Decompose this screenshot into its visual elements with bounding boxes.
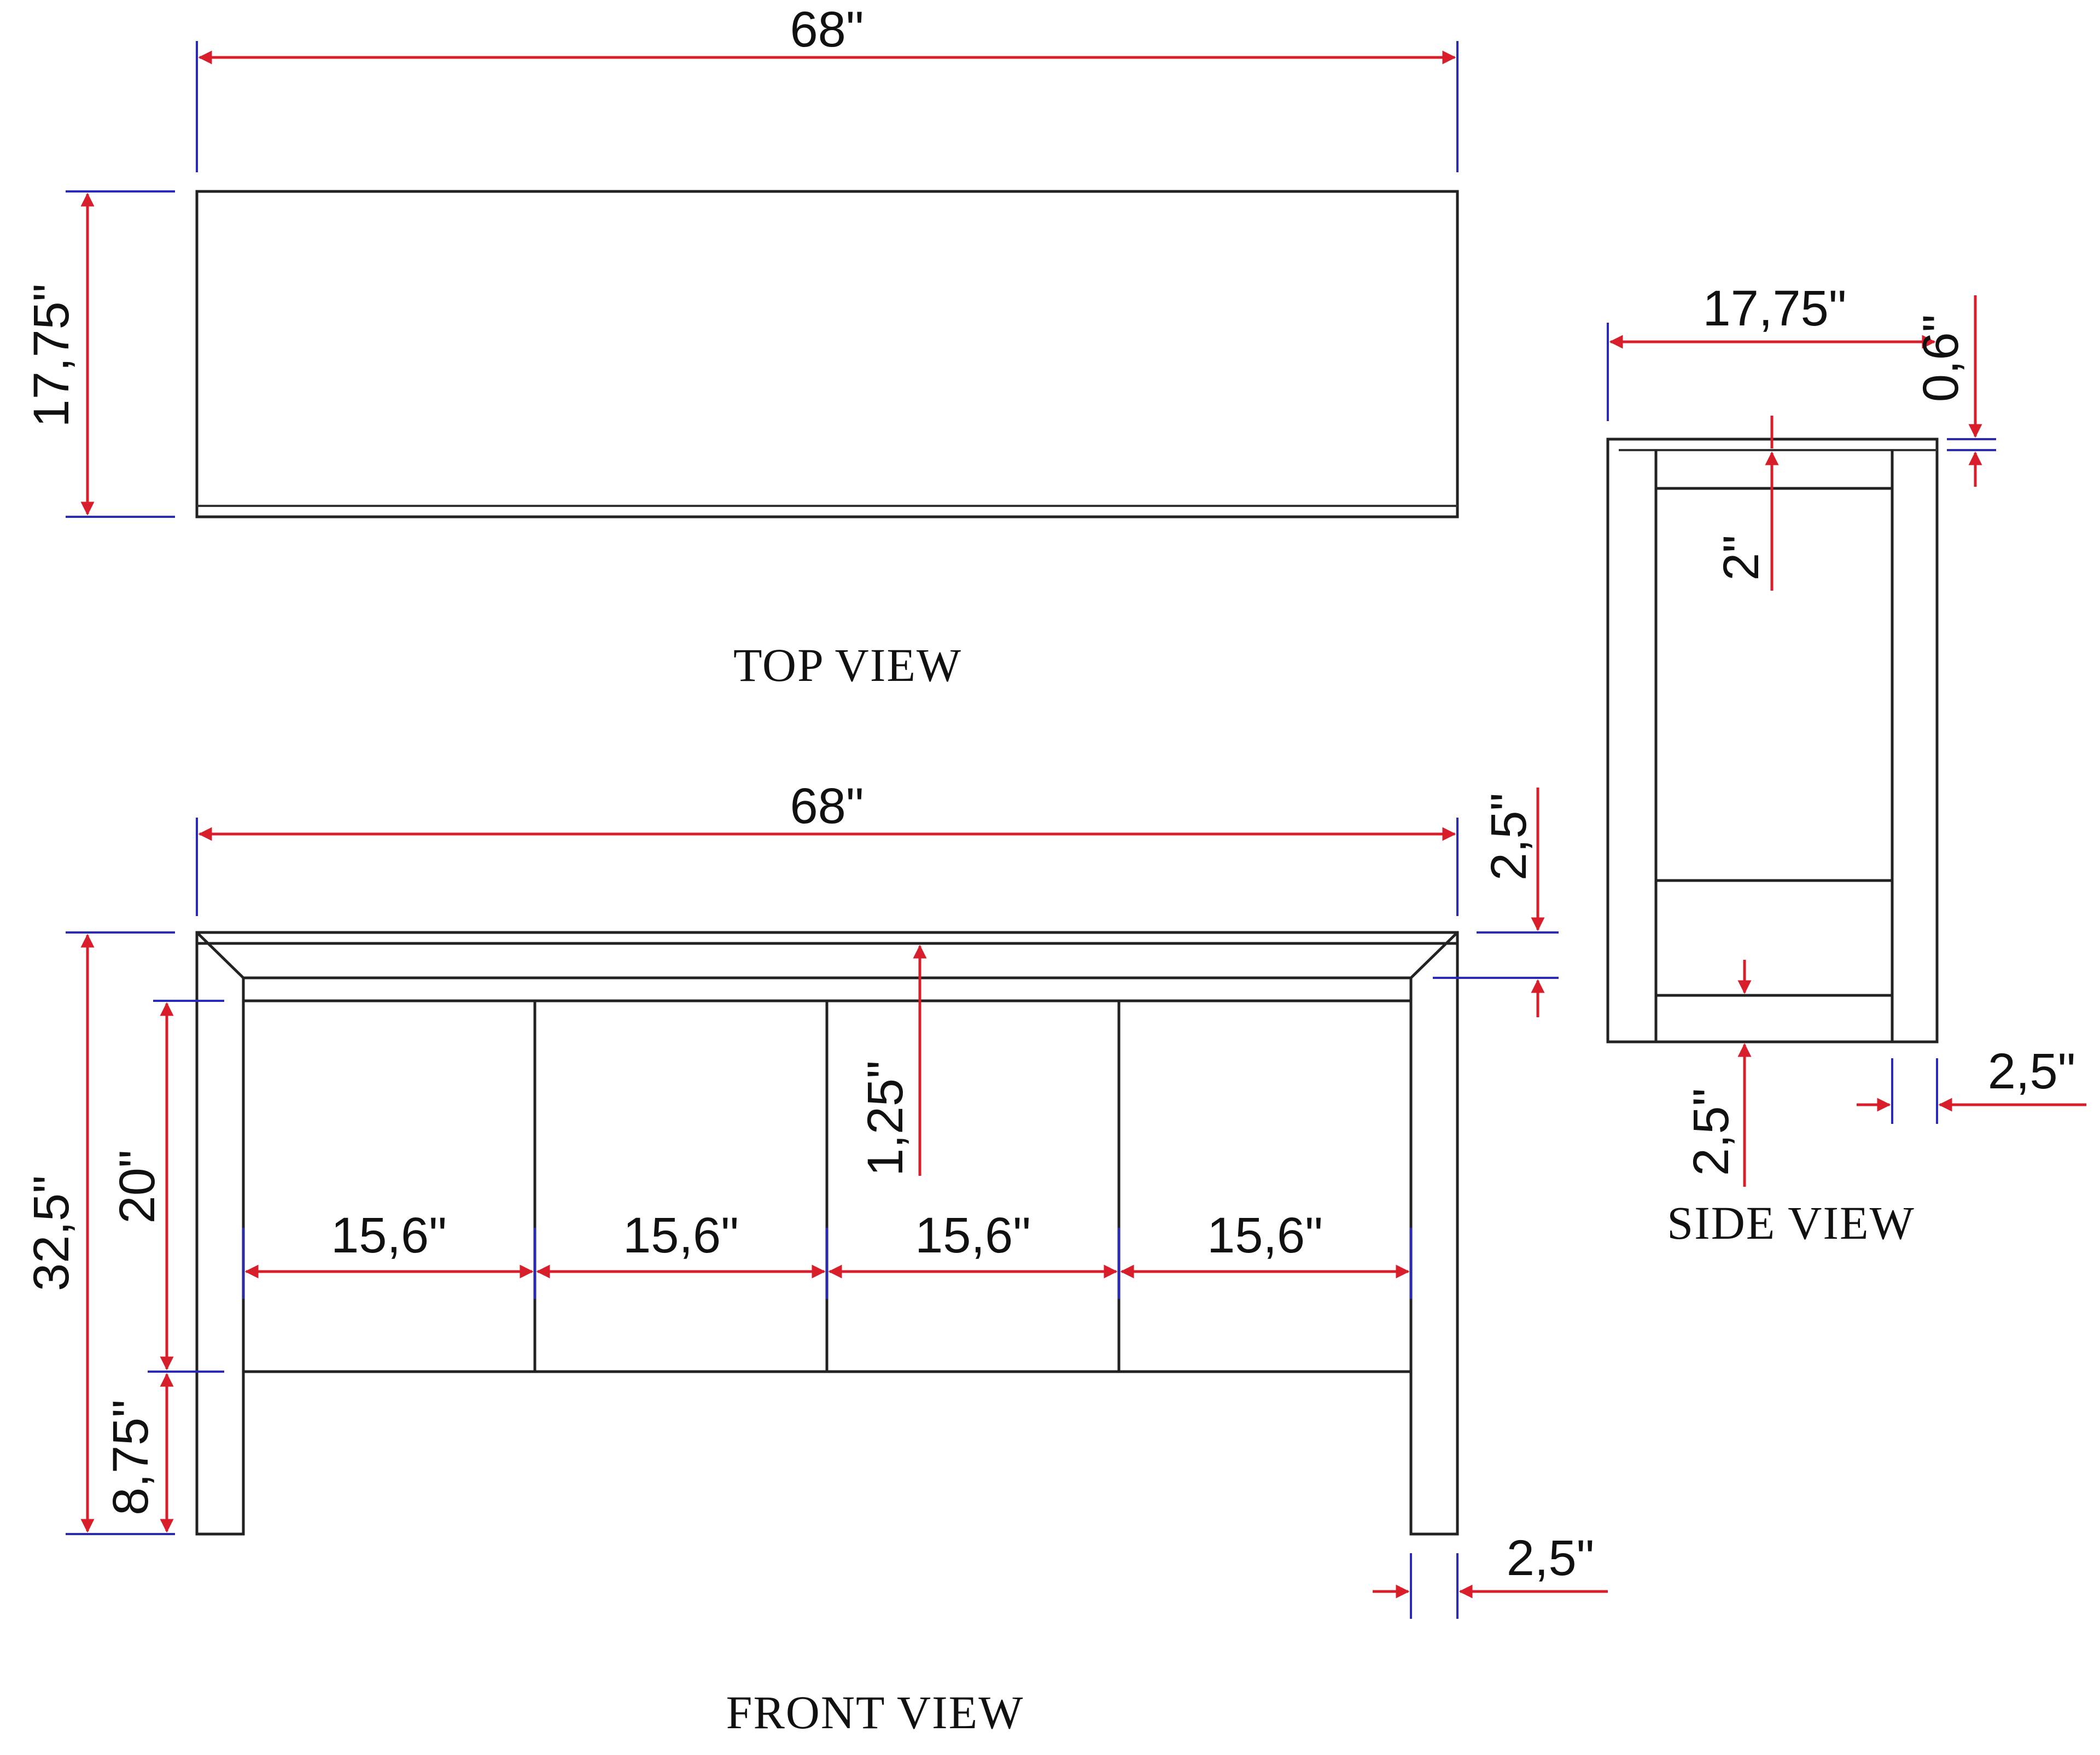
front-clearance-label: 8,75" <box>103 1400 159 1515</box>
front-gap-label: 1,25" <box>858 1060 913 1176</box>
top-width-label: 68" <box>790 2 864 57</box>
door-width-label-3: 15,6" <box>915 1208 1031 1263</box>
front-leg-left <box>195 932 245 1536</box>
front-door-height-label: 20" <box>109 1150 165 1224</box>
front-height-label: 32,5" <box>24 1175 79 1291</box>
front-top-miter-right <box>1410 931 1459 979</box>
side-leg-width-label: 2,5" <box>1988 1043 2076 1099</box>
front-top-thick-label: 2,5" <box>1481 793 1537 881</box>
door-width-label-4: 15,6" <box>1207 1208 1323 1263</box>
door-width-label-2: 15,6" <box>623 1208 739 1263</box>
front-door-widths: 15,6" 15,6" 15,6" 15,6" <box>242 1208 1412 1299</box>
side-rail-label: 2" <box>1713 535 1769 581</box>
top-depth-label: 17,75" <box>24 284 79 428</box>
front-leg-width-label: 2,5" <box>1507 1530 1595 1586</box>
side-bottom-label: 2,5" <box>1683 1088 1739 1176</box>
top-view-outline <box>195 190 1459 518</box>
side-view-title: SIDE VIEW <box>1667 1197 1915 1249</box>
top-view: 68" 17,75" TOP VIEW <box>24 2 1459 691</box>
front-top-miter-left <box>196 931 244 979</box>
front-view-title: FRONT VIEW <box>726 1686 1024 1739</box>
front-leg-right <box>1409 932 1459 1536</box>
front-top-slab <box>195 931 1459 945</box>
top-view-title: TOP VIEW <box>733 639 962 691</box>
door-width-label-1: 15,6" <box>331 1208 447 1263</box>
side-top-thick-label: 0,6" <box>1913 314 1969 403</box>
front-width-label: 68" <box>790 778 864 834</box>
side-depth-label: 17,75" <box>1703 281 1847 336</box>
side-view: 17,75" 0,6" 2" 2,5" 2,5" SIDE VIEW <box>1606 281 2086 1249</box>
front-view: 68" 32,5" 20" 8,75" 2,5" 1,25" <box>24 778 1608 1739</box>
